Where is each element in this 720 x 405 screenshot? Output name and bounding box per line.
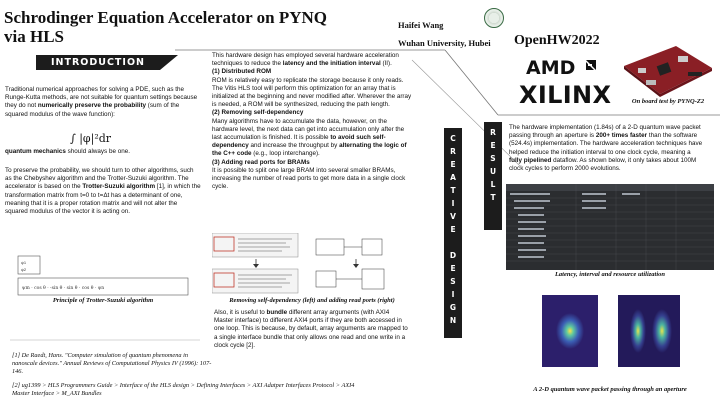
reference-1: [1] De Raedt, Hans. "Computer simulation… (12, 352, 212, 375)
event-name: OpenHW2022 (514, 33, 600, 48)
reference-2: [2] ug1399 > HLS Programmers Guide > Int… (12, 382, 355, 397)
svg-text:AMD: AMD (526, 57, 575, 77)
svg-text:ψ2: ψ2 (21, 267, 27, 272)
xilinx-logo: XILINX (519, 81, 611, 105)
wave-packet-heatmap-1 (536, 283, 602, 379)
design-heading-3: (3) Adding read ports for BRAMs (212, 158, 310, 166)
design-heading-2: (2) Removing self-dependency (212, 109, 304, 117)
figure-caption-trotter: Principle of Trotter-Suzuki algorithm (52, 297, 154, 304)
university-seal-icon (484, 8, 504, 28)
design-intro: This hardware design has employed severa… (212, 52, 399, 68)
intro-paragraph-3: To preserve the probability, we should t… (5, 167, 201, 216)
wave-packet-heatmap-2 (612, 283, 686, 379)
design-paragraph-3: It is possible to split one large BRAM i… (212, 166, 406, 191)
code-and-bram-figure (212, 233, 385, 294)
svg-text:XILINX: XILINX (519, 81, 611, 105)
intro-paragraph-2: quantum mechanics should always be one. (5, 148, 130, 155)
introduction-heading: INTRODUCTION (36, 55, 178, 70)
svg-text:ψm · cos θ · -sin θ · sin θ ·: ψm · cos θ · -sin θ · sin θ · cos θ · ψn (22, 285, 104, 291)
pynq-board-photo (624, 46, 712, 97)
author-name: Haifei Wang (398, 20, 444, 30)
figure-caption-design: Removing self-dependency (left) and addi… (229, 297, 395, 304)
board-caption: On board test by PYNQ-Z2 (631, 98, 705, 105)
design-paragraph-4: Also, it is useful to bundle different a… (214, 309, 408, 349)
figure-caption-table: Latency, interval and resource utilizati… (554, 271, 666, 278)
design-heading-1: (1) Distributed ROM (212, 68, 272, 76)
figure-caption-wave: A 2-D quantum wave packet passing throug… (533, 386, 687, 393)
synthesis-report-table (506, 184, 714, 270)
design-paragraph-2: Many algorithms have to accumulate the d… (212, 117, 407, 158)
design-text: This hardware design has employed severa… (212, 52, 412, 191)
svg-text:ψ1: ψ1 (21, 260, 27, 265)
result-paragraph: The hardware implementation (1.84s) of a… (509, 124, 703, 173)
probability-formula: ∫ |φ|²dr (70, 132, 112, 145)
amd-logo: AMD (526, 57, 596, 77)
trotter-suzuki-matrix-figure: ψ1 ψ2 ψm · cos θ · -sin θ · sin θ · cos … (17, 254, 189, 296)
intro-paragraph-1: Traditional numerical approaches for sol… (5, 86, 198, 118)
poster-title: Schrodinger Equation Accelerator on PYNQ… (4, 8, 327, 46)
design-paragraph-1: ROM is relatively easy to replicate the … (212, 76, 412, 109)
affiliation: Wuhan University, Hubei (398, 38, 491, 48)
